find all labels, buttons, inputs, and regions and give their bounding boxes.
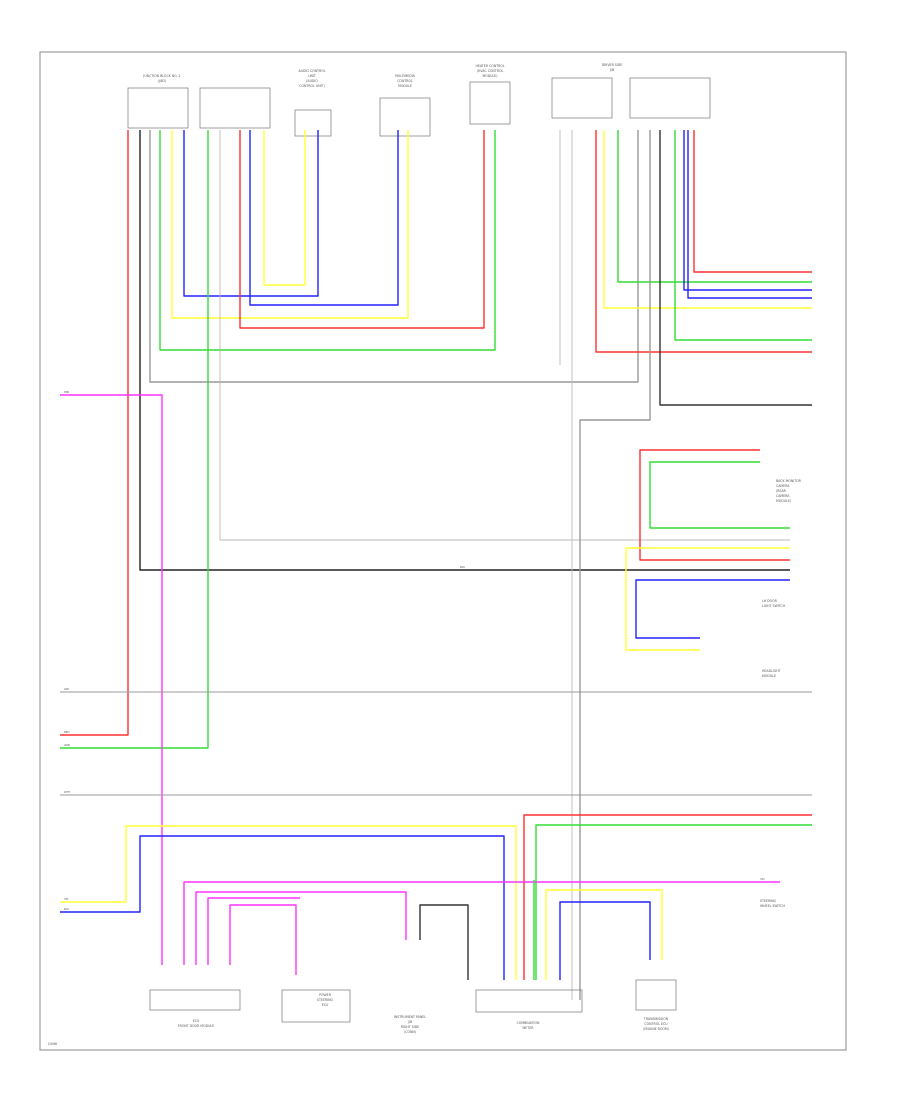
wire-red-monitor (639, 449, 790, 561)
wire-label-red: RED (64, 730, 69, 734)
wire-dark-right (659, 130, 812, 406)
wire-magenta-2 (195, 891, 407, 965)
wire-gray-loop (149, 130, 639, 383)
wire-red-loop (239, 130, 485, 329)
top-label-3c: MODULE (398, 84, 412, 88)
bottom-label-2a: POWER (319, 993, 332, 997)
top-label-5a: DRIVER SIDE (602, 63, 622, 67)
bottom-connector-5 (635, 979, 677, 1011)
wire-magenta-3 (207, 897, 300, 965)
wire-group (60, 130, 812, 1000)
top-label-5b: J/B (609, 68, 614, 72)
wire-blue-tcu (559, 901, 651, 980)
wire-yellow-monitor (625, 547, 790, 651)
right-label-3a: HEADLIGHT (762, 669, 781, 673)
bottom-connector-1 (149, 989, 241, 1011)
wire-label-blu: BLU (64, 907, 69, 911)
wire-green-down (60, 130, 209, 749)
wire-label-grn: GRN (64, 743, 70, 747)
top-connector-4 (469, 81, 511, 125)
wire-dark-bottom (419, 904, 469, 980)
wire-label-pnk: PNK (64, 390, 70, 394)
bottom-label-5a: TRANSMISSION (643, 1017, 669, 1021)
wire-label-yel: YEL (64, 897, 69, 901)
bottom-connector-2 (281, 989, 351, 1023)
wire-label-blk: BLK (460, 565, 465, 569)
wire-magenta-h (183, 881, 780, 965)
wire-red-left (60, 130, 129, 736)
top-connector-2 (294, 109, 332, 137)
bottom-label-4b: METER (523, 1026, 535, 1030)
bottom-connector-4 (475, 989, 583, 1013)
bottom-label-4a: COMBINATION (517, 1021, 540, 1025)
wire-green-bottom (535, 824, 812, 980)
top-label-4c: MODULE) (482, 74, 497, 78)
right-label-4a: STEERING (760, 899, 777, 903)
right-label-1e: MODULE) (776, 499, 791, 503)
footer-code: J1096 (47, 1042, 57, 1046)
wire-blue-loop (183, 130, 319, 297)
wire-red-right-2 (595, 130, 812, 353)
right-label-1c: (REAR (776, 489, 787, 493)
wire-label-wht: WHT (64, 790, 71, 794)
top-connector-3 (379, 97, 431, 137)
bottom-label-1b: FRONT DOOR MODULE (178, 1024, 214, 1028)
diagram-frame (39, 51, 847, 1051)
right-label-4b: WHEEL SWITCH (760, 904, 785, 908)
right-label-3b: MODULE (762, 674, 776, 678)
wire-lightgray-center (219, 130, 790, 541)
bottom-label-1a: ECU (193, 1019, 200, 1023)
wire-yellow-right (603, 130, 812, 309)
top-label-2a: AUDIO CONTROL (299, 69, 326, 73)
wire-blue-loop-2 (249, 130, 399, 306)
wire-red-bottom (523, 814, 812, 980)
bottom-label-2c: ECU (322, 1003, 329, 1007)
wire-green-right-2 (674, 130, 812, 341)
right-label-2b: LIGHT SWITCH (762, 604, 786, 608)
wire-yellow-loop (171, 130, 409, 319)
wire-yellow-bottom (60, 825, 517, 980)
wire-yellow-short (263, 130, 306, 286)
top-label-4b: (HVAC CONTROL (477, 69, 504, 73)
wire-blue-right-1 (683, 130, 812, 291)
top-label-1b: (J/B2) (158, 79, 167, 83)
bottom-label-5b: CONTROL ECU (644, 1022, 668, 1026)
wire-magenta-4 (229, 904, 297, 975)
top-label-3b: CONTROL (397, 79, 413, 83)
top-connector-5 (551, 77, 711, 119)
wire-red-right-1 (693, 130, 812, 273)
bottom-label-3b: J/B (407, 1020, 412, 1024)
bottom-label-5c: (ENGINE ROOM) (643, 1027, 669, 1031)
bottom-label-2b: STEERING (317, 998, 334, 1002)
top-label-2c: (AUDIO (306, 79, 318, 83)
wire-blue-bottom (60, 835, 505, 980)
wire-green-right-1 (617, 130, 812, 283)
right-label-2a: LH DOOR (762, 599, 778, 603)
wire-yellow-tcu (545, 889, 663, 980)
top-connector-1 (127, 87, 271, 129)
bottom-label-3d: (CONN) (404, 1030, 416, 1034)
wire-label-gry-1: GRY (64, 687, 70, 691)
top-label-3a: MULTIMEDIA (395, 74, 415, 78)
bottom-label-3c: RIGHT SIDE (401, 1025, 419, 1029)
wire-blue-monitor (635, 579, 790, 639)
wire-magenta-left (60, 394, 163, 965)
top-label-1a: JUNCTION BLOCK NO. 2 (142, 74, 180, 78)
wire-blue-right-2 (687, 130, 812, 299)
wire-green-loop (159, 130, 496, 351)
wire-green-monitor (649, 461, 790, 529)
top-label-2b: UNIT (308, 74, 316, 78)
right-label-1d: CAMERA (776, 494, 790, 498)
wire-black-left (139, 130, 790, 571)
wire-label-vio: VIO (760, 877, 765, 881)
top-label-4a: HEATER CONTROL (475, 64, 504, 68)
wire-gray-right (579, 130, 651, 1000)
right-label-1a: BACK MONITOR (776, 479, 802, 483)
right-label-1b: CAMERA (776, 484, 790, 488)
bottom-label-3a: INSTRUMENT PANEL (394, 1015, 426, 1019)
top-label-2d: CONTROL UNIT) (299, 84, 324, 88)
